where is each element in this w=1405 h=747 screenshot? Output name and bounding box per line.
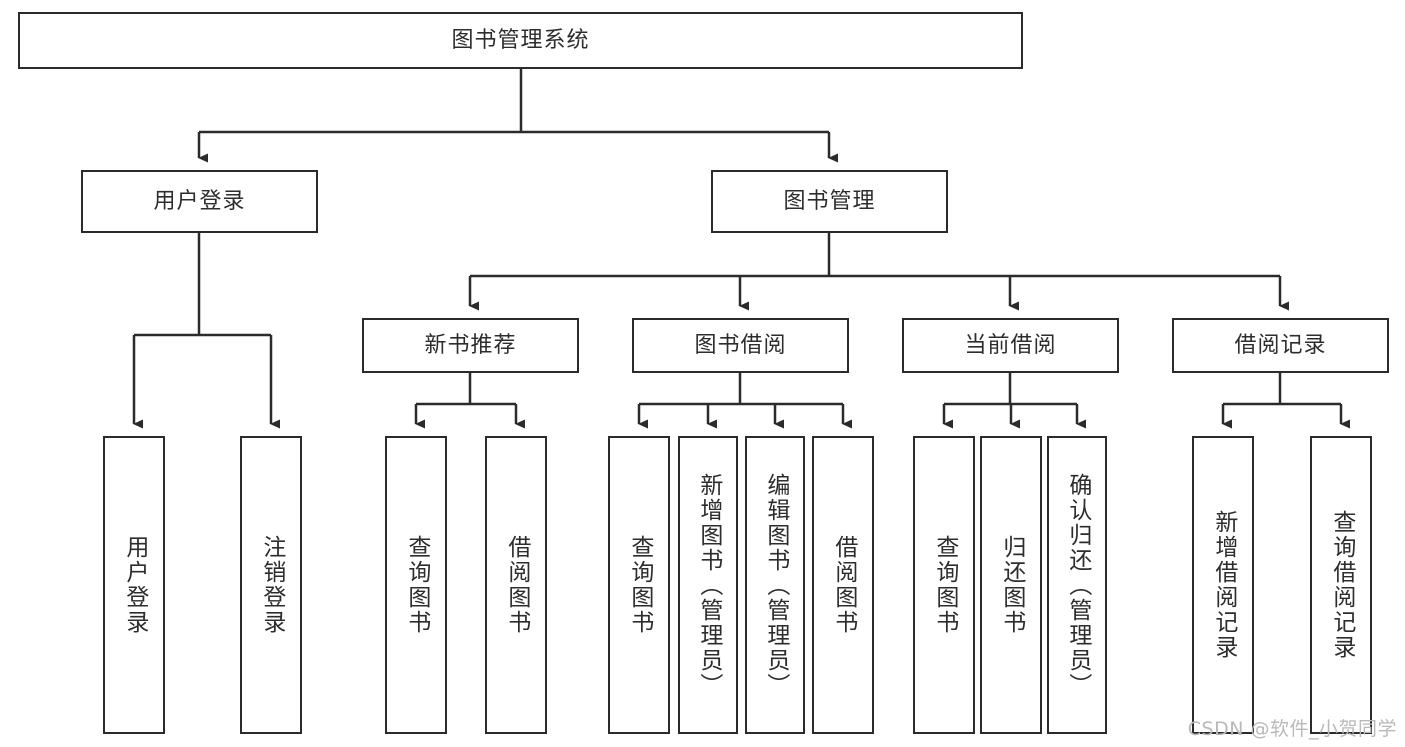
leaf-node-12-label: 新增借阅记录	[1210, 510, 1237, 660]
leaf-node-5[interactable]: 查询图书	[608, 436, 670, 734]
leaf-node-5-label: 查询图书	[626, 535, 653, 635]
leaf-node-1[interactable]: 用户登录	[103, 436, 165, 734]
leaf-node-8[interactable]: 借阅图书	[812, 436, 874, 734]
leaf-node-13[interactable]: 查询借阅记录	[1310, 436, 1372, 734]
leaf-node-1-label: 用户登录	[121, 535, 148, 635]
leaf-node-9[interactable]: 查询图书	[913, 436, 975, 734]
level2-node-2[interactable]: 图书管理	[711, 170, 948, 233]
level2-node-2-label: 图书管理	[783, 188, 876, 214]
level3-node-4[interactable]: 借阅记录	[1172, 318, 1389, 373]
level3-node-4-label: 借阅记录	[1234, 332, 1327, 358]
level3-node-3-label: 当前借阅	[964, 332, 1057, 358]
leaf-node-10[interactable]: 归还图书	[980, 436, 1042, 734]
leaf-node-3-label: 查询图书	[403, 535, 430, 635]
leaf-node-11-label: 确认归还（管理员）	[1064, 472, 1091, 698]
level2-node-1[interactable]: 用户登录	[81, 170, 318, 233]
leaf-node-2[interactable]: 注销登录	[240, 436, 302, 734]
leaf-node-7-label: 编辑图书（管理员）	[762, 472, 789, 698]
leaf-node-4[interactable]: 借阅图书	[485, 436, 547, 734]
watermark-text: CSDN @软件_小贺同学	[1187, 718, 1397, 740]
leaf-node-11[interactable]: 确认归还（管理员）	[1047, 436, 1107, 734]
leaf-node-9-label: 查询图书	[931, 535, 958, 635]
root-node-library-system-label: 图书管理系统	[451, 27, 590, 53]
leaf-node-10-label: 归还图书	[998, 535, 1025, 635]
leaf-node-6[interactable]: 新增图书（管理员）	[678, 436, 738, 734]
level2-node-1-label: 用户登录	[153, 188, 246, 214]
level3-node-1[interactable]: 新书推荐	[362, 318, 579, 373]
level3-node-2[interactable]: 图书借阅	[632, 318, 849, 373]
leaf-node-3[interactable]: 查询图书	[385, 436, 447, 734]
level3-node-3[interactable]: 当前借阅	[902, 318, 1119, 373]
leaf-node-2-label: 注销登录	[258, 535, 285, 635]
leaf-node-6-label: 新增图书（管理员）	[695, 472, 722, 698]
level3-node-2-label: 图书借阅	[694, 332, 787, 358]
leaf-node-8-label: 借阅图书	[830, 535, 857, 635]
root-node-library-system[interactable]: 图书管理系统	[18, 12, 1023, 69]
leaf-node-13-label: 查询借阅记录	[1328, 510, 1355, 660]
leaf-node-7[interactable]: 编辑图书（管理员）	[745, 436, 805, 734]
level3-node-1-label: 新书推荐	[424, 332, 517, 358]
leaf-node-12[interactable]: 新增借阅记录	[1192, 436, 1254, 734]
leaf-node-4-label: 借阅图书	[503, 535, 530, 635]
